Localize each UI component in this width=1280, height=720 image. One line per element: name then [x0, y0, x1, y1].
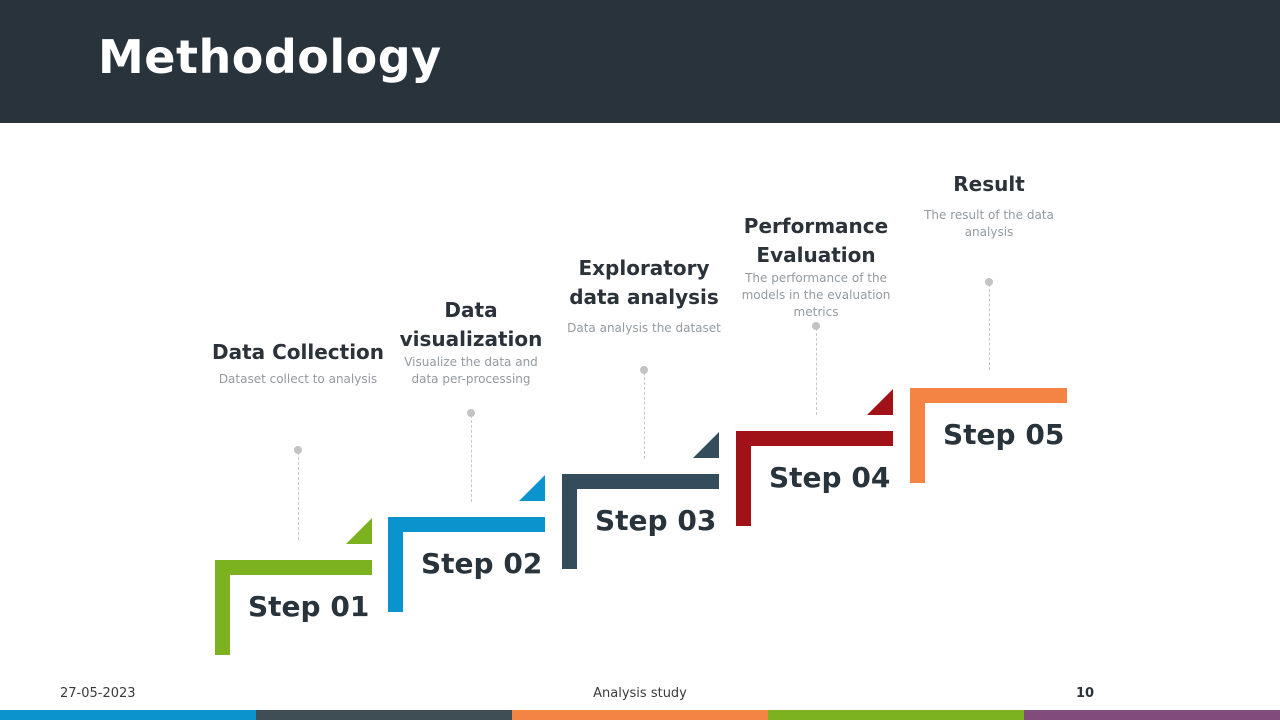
step-05-shape: Step 05 [910, 388, 1070, 483]
step-03-corner-triangle [693, 432, 719, 458]
footer-strip-segment-3 [512, 710, 768, 720]
slide-header: Methodology [0, 0, 1280, 123]
step-02-label: Step 02 [421, 547, 543, 580]
step-02-connector-dot [467, 409, 475, 417]
footer-strip-segment-4 [768, 710, 1024, 720]
step-03-heading: Exploratory data analysis [569, 256, 719, 309]
step-04-description: The performance of the models in the eva… [741, 271, 891, 319]
step-03-label: Step 03 [595, 504, 717, 537]
step-05-info: Result The result of the data analysis [899, 170, 1079, 241]
page-number: 10 [1075, 686, 1095, 701]
step-05-connector-line [989, 284, 990, 370]
step-02-shape: Step 02 [388, 475, 548, 612]
step-04-connector-dot [812, 322, 820, 330]
step-03-left-bar [562, 474, 577, 569]
footer-strip-segment-5 [1024, 710, 1280, 720]
step-01-info: Data Collection Dataset collect to analy… [208, 338, 388, 388]
footer-date: 27-05-2023 [60, 686, 136, 701]
step-02-connector-line [471, 415, 472, 502]
step-04-corner-triangle [867, 389, 893, 415]
step-01-description: Dataset collect to analysis [218, 372, 378, 386]
footer-title: Analysis study [593, 686, 687, 701]
step-01-corner-triangle [346, 518, 372, 544]
step-01-connector-dot [294, 446, 302, 454]
footer-strip-segment-2 [256, 710, 512, 720]
step-01-connector-line [298, 452, 299, 540]
step-04-top-bar [736, 431, 893, 446]
step-03-description: Data analysis the dataset [567, 321, 721, 335]
step-04-label: Step 04 [769, 461, 891, 494]
footer-color-strip [0, 710, 1280, 720]
step-05-label: Step 05 [943, 418, 1065, 451]
step-01-shape: Step 01 [215, 518, 375, 655]
step-03-info: Exploratory data analysis Data analysis … [554, 254, 734, 337]
step-02-heading: Data visualization [399, 298, 543, 351]
step-05-heading: Result [953, 172, 1025, 196]
step-03-top-bar [562, 474, 719, 489]
slide-title: Methodology [98, 30, 442, 84]
step-01-left-bar [215, 560, 230, 655]
step-02-description: Visualize the data and data per-processi… [404, 355, 538, 386]
step-05-connector-dot [985, 278, 993, 286]
step-04-left-bar [736, 431, 751, 526]
step-05-top-bar [910, 388, 1067, 403]
step-02-info: Data visualization Visualize the data an… [381, 296, 561, 388]
step-01-top-bar [215, 560, 372, 575]
step-01-heading: Data Collection [211, 340, 385, 364]
step-04-heading: Performance Evaluation [743, 214, 889, 267]
step-04-shape: Step 04 [736, 389, 896, 526]
step-03-connector-line [644, 372, 645, 459]
step-02-corner-triangle [519, 475, 545, 501]
step-04-info: Performance Evaluation The performance o… [726, 212, 906, 321]
step-05-description: The result of the data analysis [924, 208, 1054, 239]
step-04-connector-line [816, 328, 817, 415]
step-02-left-bar [388, 517, 403, 612]
step-03-connector-dot [640, 366, 648, 374]
step-03-shape: Step 03 [562, 432, 722, 569]
footer-strip-segment-1 [0, 710, 256, 720]
step-02-top-bar [388, 517, 545, 532]
step-05-left-bar [910, 388, 925, 483]
step-01-label: Step 01 [248, 590, 370, 623]
